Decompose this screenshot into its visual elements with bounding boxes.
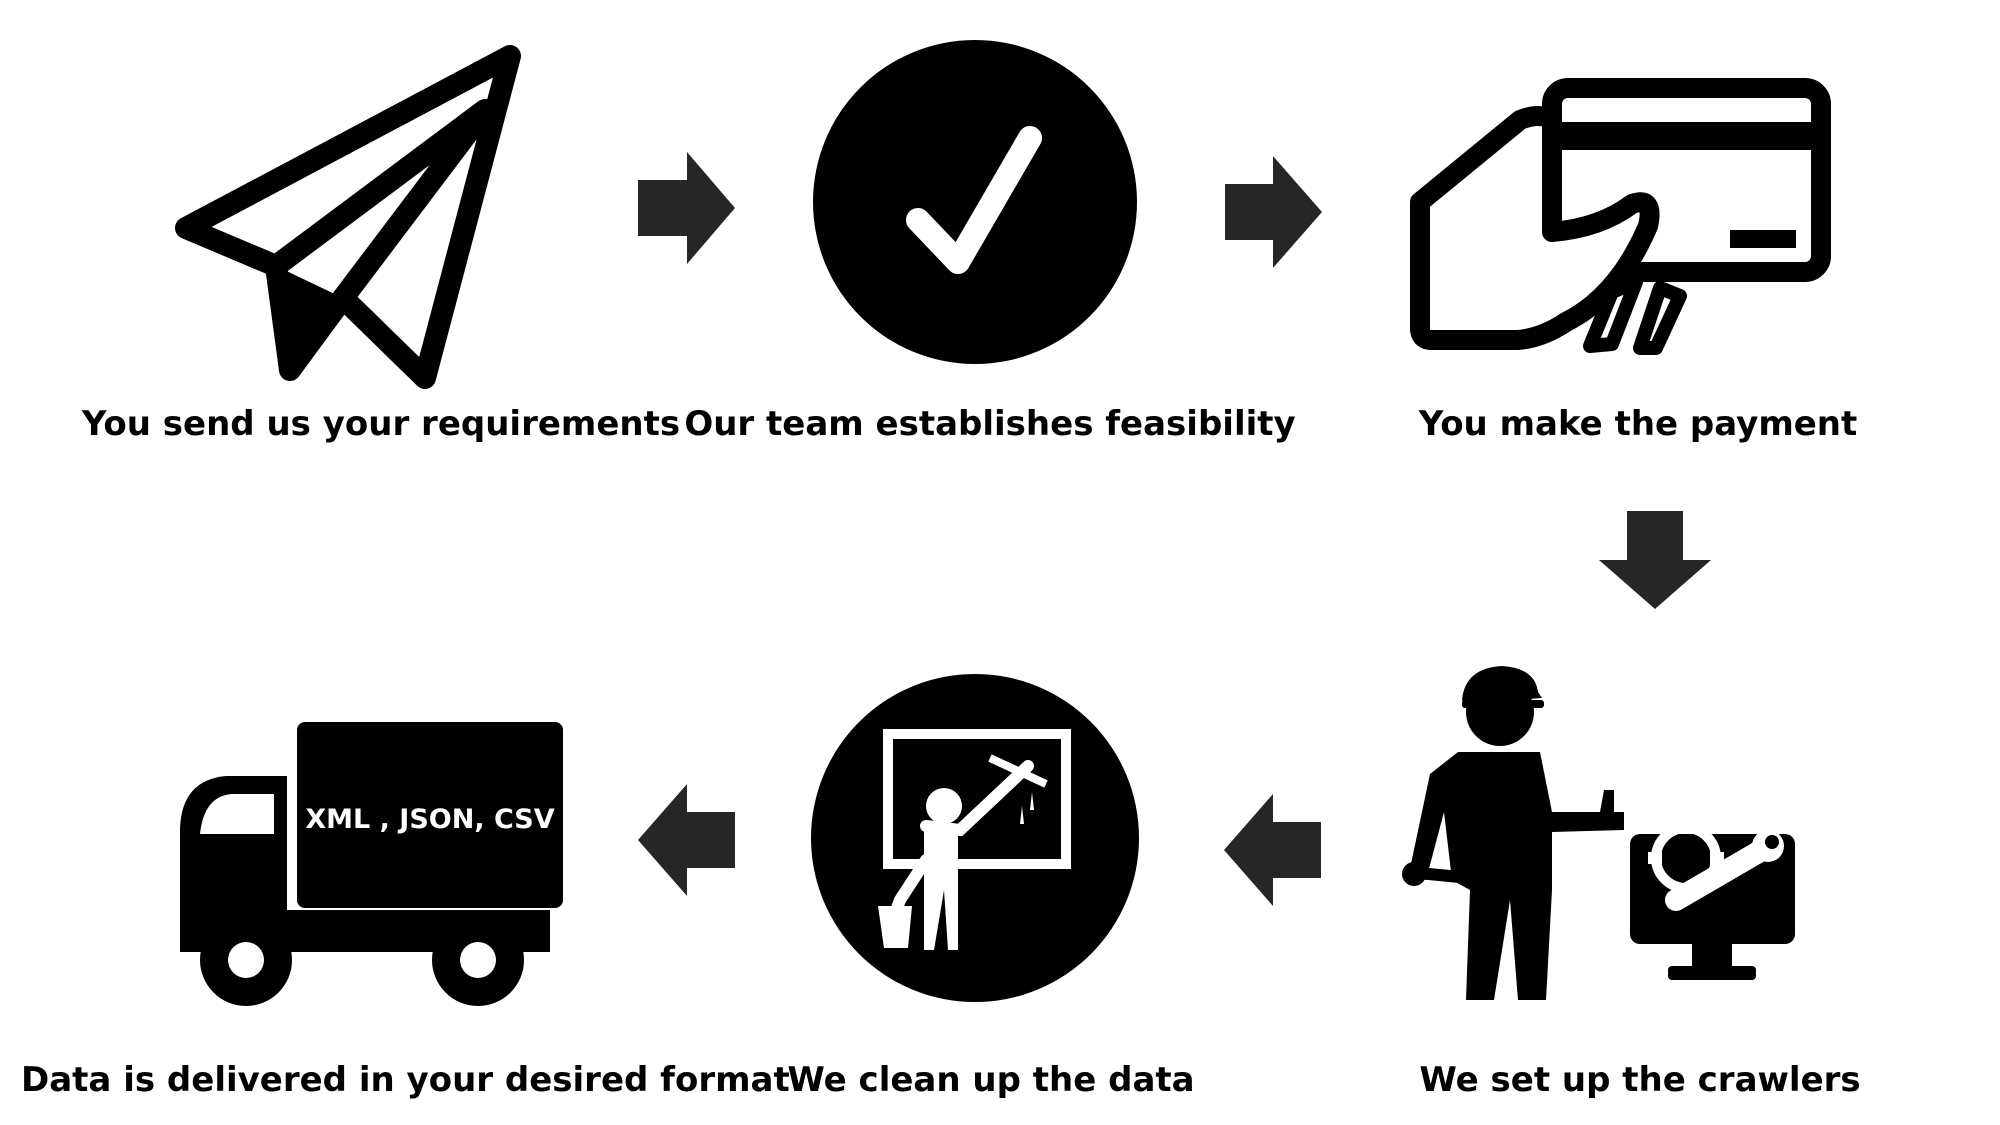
paper-plane-icon [175,45,521,389]
step-label-establish-feasibility: Our team establishes feasibility [684,404,1296,444]
arrow-left-2 [638,784,735,896]
hand-credit-card-icon [1410,78,1831,355]
arrow-right-2 [1225,156,1322,268]
truck-formats-text: XML , JSON, CSV [305,804,554,835]
arrow-left-1 [1224,794,1321,906]
step-label-set-up-crawlers: We set up the crawlers [1419,1060,1861,1100]
arrow-right-1 [638,152,735,264]
technician-computer-icon [1402,666,1795,1000]
step-label-make-payment: You make the payment [1418,404,1858,444]
step-label-data-delivered: Data is delivered in your desired format [21,1060,790,1100]
delivery-truck-icon: XML , JSON, CSV [180,722,563,1006]
check-circle-icon [813,40,1137,364]
step-label-clean-data: We clean up the data [787,1060,1195,1100]
step-label-send-requirements: You send us your requirements [81,404,681,444]
window-cleaner-icon [811,674,1139,1002]
arrow-down [1599,511,1711,609]
